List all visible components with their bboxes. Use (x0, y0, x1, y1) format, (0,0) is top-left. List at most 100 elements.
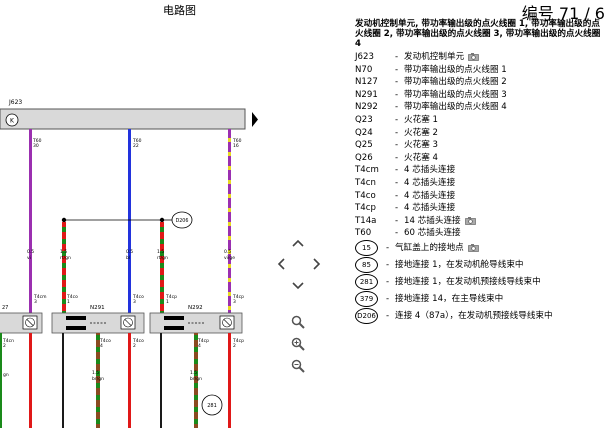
coil-box-n291: N291 (51, 305, 145, 334)
legend-connection-item: 85-接地连接 1，在发动机舱导线束中 (355, 257, 605, 274)
wiring-diagram: J623 K T60 30 T60 22 T60 16 0.5 vi 0.5 b… (0, 99, 258, 428)
legend-code: T60 (355, 228, 372, 239)
legend-code: T4co (355, 190, 376, 201)
camera-icon[interactable] (464, 217, 476, 225)
wire-1-size: 0.5 (27, 249, 34, 255)
coil-pin-1-conn: T4cm (33, 294, 46, 300)
coil-pin-5-number: 3 (233, 299, 236, 305)
wire-green-left (0, 333, 2, 428)
legend-heading: 发动机控制单元, 带功率输出级的点火线圈 1, 带功率输出级的点火线圈 2, 带… (355, 19, 601, 49)
ground-k-symbol (5, 113, 19, 127)
wire-3-color: vi/ge (224, 255, 235, 261)
camera-icon[interactable] (467, 244, 479, 253)
lower-pin-1-conn: T4cn (2, 338, 14, 344)
legend-code: Q23 (355, 114, 373, 125)
legend-dash: - (395, 177, 399, 188)
page-number: 编号 71 / 6 (521, 4, 605, 23)
wire-brown-green-1 (96, 333, 100, 428)
lower-pin-4-conn: T4cp (197, 338, 209, 344)
legend-item: N292-带功率输出级的点火线圈 4 (355, 101, 605, 114)
zoom-out-button[interactable] (289, 357, 307, 375)
legend-desc: 60 芯插头连接 (404, 228, 461, 239)
zoom-fit-button[interactable] (289, 313, 307, 331)
ground-281-connector (201, 394, 223, 416)
component-legend: 发动机控制单元, 带功率输出级的点火线圈 1, 带功率输出级的点火线圈 2, 带… (355, 19, 605, 325)
legend-item: N291-带功率输出级的点火线圈 3 (355, 89, 605, 102)
legend-desc: 火花塞 1 (404, 114, 438, 125)
legend-desc: 14 芯插头连接 (404, 215, 461, 226)
legend-code: T4cp (355, 203, 376, 214)
legend-code: T4cn (355, 177, 376, 188)
legend-dash: - (386, 260, 390, 271)
pan-down-button[interactable] (289, 276, 307, 294)
legend-dash: - (386, 277, 390, 288)
wire-red-lower-3 (228, 333, 231, 428)
legend-dash: - (395, 64, 399, 75)
legend-dash: - (395, 52, 399, 62)
window-title: 电路图 (163, 4, 196, 17)
chevron-right-icon (312, 258, 320, 270)
coil-pin-1-number: 3 (34, 299, 37, 305)
wire-red-lower-2 (128, 333, 131, 428)
camera-icon[interactable] (468, 53, 479, 62)
t60-pin-2-number: 22 (133, 143, 139, 149)
legend-item: N70-带功率输出级的点火线圈 1 (355, 64, 605, 77)
coil-pin-3-number: 3 (133, 299, 136, 305)
lower-pin-2-number: 4 (100, 343, 103, 349)
supply-1-color: rt/gn (60, 255, 71, 261)
wire-2-size: 0.5 (126, 249, 133, 255)
legend-desc: 带功率输出级的点火线圈 3 (404, 89, 507, 100)
legend-desc: 4 芯插头连接 (404, 165, 456, 176)
legend-dash: - (386, 294, 390, 305)
legend-dash: - (395, 152, 399, 163)
legend-desc: 带功率输出级的点火线圈 4 (404, 102, 507, 113)
coil-pin-3-conn: T4co (132, 294, 144, 300)
pan-left-button[interactable] (272, 255, 290, 273)
legend-dash: - (395, 77, 399, 88)
svg-text:27: 27 (2, 305, 8, 311)
legend-desc: 接地连接 1，在发动机预接线导线束中 (395, 277, 541, 288)
zoom-out-icon (291, 359, 305, 373)
legend-dash: - (386, 243, 390, 254)
legend-connection-item: 281-接地连接 1，在发动机预接线导线束中 (355, 274, 605, 291)
legend-item: Q24-火花塞 2 (355, 127, 605, 140)
wire-red-green-1 (62, 222, 66, 313)
junction-dot (159, 217, 165, 223)
legend-code: N292 (355, 102, 378, 113)
legend-connection-item: D206-连接 4（87a），在发动机预接线导线束中 (355, 308, 605, 325)
lower-wire-2-color: br/gn (190, 376, 202, 382)
wire-violet (29, 129, 32, 313)
connection-circle: D206 (355, 308, 378, 325)
pan-up-button[interactable] (289, 234, 307, 252)
connection-circle: 85 (355, 257, 378, 274)
junction-dot (61, 217, 67, 223)
connection-circle: 379 (355, 291, 378, 308)
lower-pin-3-number: 2 (133, 343, 136, 349)
lower-pin-5-conn: T4cp (232, 338, 244, 344)
legend-desc: 气缸盖上的接地点 (395, 243, 464, 254)
chevron-left-icon (277, 258, 285, 270)
svg-text:N292: N292 (188, 305, 203, 311)
legend-item: T60-60 芯插头连接 (355, 227, 605, 240)
j623-label: J623 (8, 99, 22, 106)
legend-code: N70 (355, 64, 373, 75)
lower-wire-1-color: br/gn (92, 376, 104, 382)
coil-box-partial: 27 (0, 305, 43, 334)
legend-desc: 发动机控制单元 (404, 52, 465, 62)
legend-dash: - (395, 203, 399, 214)
lower-pin-4-number: 4 (198, 343, 201, 349)
coil-pin-4-conn: T4cp (165, 294, 177, 300)
legend-item: N127-带功率输出级的点火线圈 2 (355, 76, 605, 89)
legend-desc: 火花塞 2 (404, 127, 438, 138)
legend-dash: - (395, 165, 399, 176)
legend-desc: 火花塞 4 (404, 152, 438, 163)
legend-item: T4co-4 芯插头连接 (355, 190, 605, 203)
continue-arrow (252, 112, 258, 127)
t60-pin-1-conn: T60 (32, 138, 42, 144)
legend-desc: 接地连接 1，在发动机舱导线束中 (395, 260, 524, 271)
wire-red-lower-1 (29, 333, 32, 428)
zoom-in-button[interactable] (289, 335, 307, 353)
chevron-down-icon (292, 281, 304, 289)
d206-connector (171, 211, 193, 229)
pan-right-button[interactable] (307, 255, 325, 273)
